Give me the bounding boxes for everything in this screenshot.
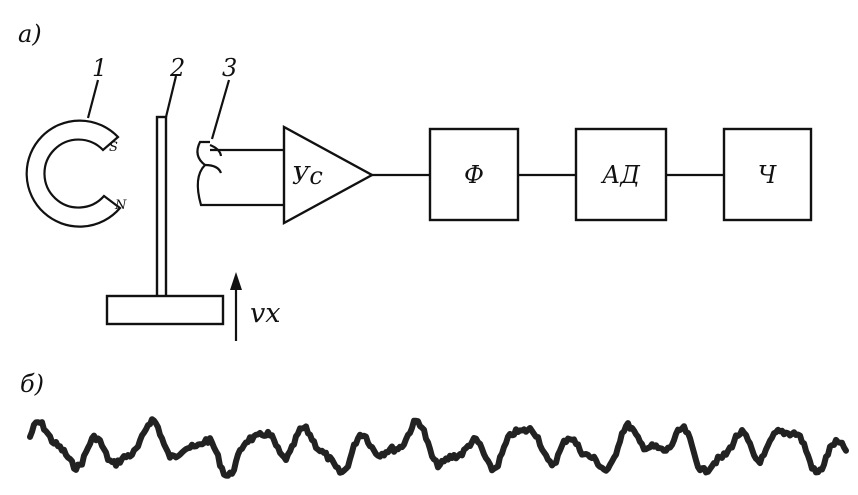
magnetic-tape	[155, 115, 168, 299]
part-number-tape: 2	[169, 54, 185, 82]
velocity-label: vx	[250, 298, 280, 329]
leader-line-head	[210, 79, 231, 140]
detector-block: АД	[574, 127, 668, 222]
filter-label: Ф	[464, 161, 484, 189]
leader-line-magnet	[86, 79, 100, 119]
horseshoe-magnet: S N	[25, 119, 127, 228]
amplifier-label: Ус	[292, 162, 323, 190]
amplifier-block: Ус	[282, 124, 375, 226]
part-number-magnet: 1	[92, 54, 107, 82]
noise-signal-waveform	[27, 416, 849, 479]
filter-block: Ф	[428, 127, 520, 222]
velocity-arrow	[230, 272, 242, 341]
magnet-pole-north: N	[114, 198, 127, 213]
tape-base-plate	[105, 294, 225, 326]
meter-block: Ч	[722, 127, 813, 222]
leader-line-tape	[164, 75, 178, 118]
panel-label-b: б)	[20, 370, 44, 398]
reading-head-coil	[196, 140, 284, 207]
meter-label: Ч	[758, 161, 778, 189]
magnet-pole-south: S	[109, 140, 118, 155]
panel-label-a: а)	[18, 20, 42, 48]
detector-label: АД	[600, 161, 640, 189]
part-number-head: 3	[222, 54, 237, 82]
